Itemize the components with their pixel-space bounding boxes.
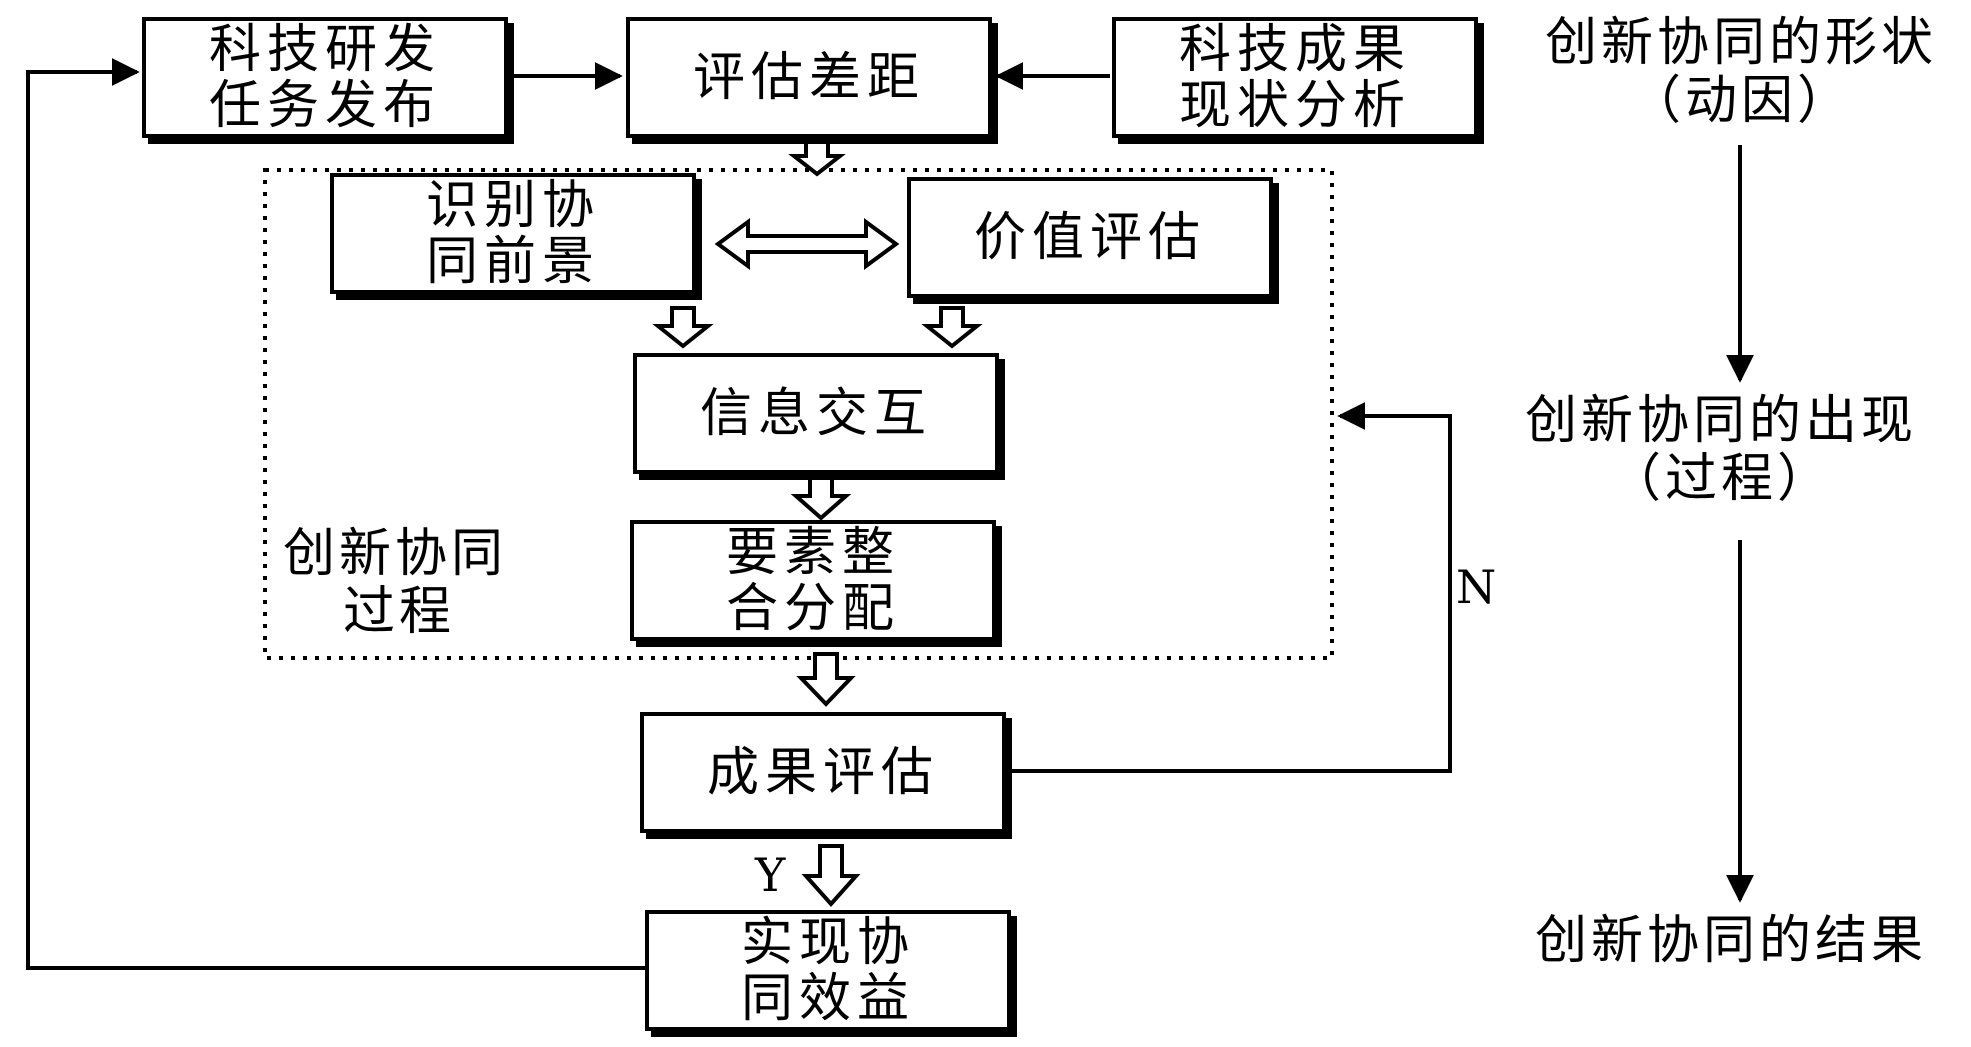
box-value-assessment-label: 价值评估 [973, 207, 1206, 268]
process-frame [263, 168, 1334, 660]
stage-result: 创新协同的结果 [1502, 912, 1960, 970]
arrow-feedback-loop [26, 58, 645, 970]
stage-form-line-2: （动因） [1628, 71, 1853, 131]
box-info-exchange-label: 信息交互 [699, 383, 932, 444]
box-status-analysis: 科技成果 现状分析 [1112, 17, 1478, 138]
box-result-assessment-label: 成果评估 [706, 742, 939, 803]
box-identify-prospect: 识别协 同前景 [330, 173, 696, 294]
hollow-arrow-value-to-info [921, 306, 983, 349]
stage-emergence-line-2: （过程） [1608, 449, 1833, 509]
hollow-arrow-prospect-to-info [652, 306, 714, 349]
stage-result-line-1: 创新协同的结果 [1534, 911, 1927, 971]
box-evaluate-gap: 评估差距 [626, 17, 992, 138]
process-label: 创新协同 过程 [283, 525, 507, 641]
stage-form: 创新协同的形状 （动因） [1512, 14, 1970, 130]
box-identify-prospect-line-2: 同前景 [425, 231, 600, 292]
box-rd-task-line-1: 科技研发 [208, 19, 441, 80]
box-realize-benefit-line-2: 同效益 [740, 968, 915, 1029]
hollow-arrow-result-to-benefit [801, 844, 861, 908]
box-status-analysis-line-2: 现状分析 [1178, 75, 1411, 136]
stage-emergence: 创新协同的出现 （过程） [1492, 392, 1950, 508]
box-factor-integration-line-1: 要素整 [725, 522, 900, 583]
arrow-no-loop [1010, 402, 1452, 773]
box-factor-integration-line-2: 合分配 [725, 578, 900, 639]
stage-emergence-line-1: 创新协同的出现 [1524, 391, 1917, 451]
box-identify-prospect-line-1: 识别协 [425, 175, 600, 236]
box-realize-benefit-line-1: 实现协 [740, 912, 915, 973]
box-value-assessment: 价值评估 [907, 177, 1273, 298]
process-label-line-1: 创新协同 [283, 524, 508, 584]
box-evaluate-gap-label: 评估差距 [692, 47, 925, 108]
box-status-analysis-line-1: 科技成果 [1178, 19, 1411, 80]
hollow-arrow-gap-to-process [788, 138, 846, 177]
double-arrow-prospect-value [714, 218, 900, 270]
hollow-arrow-process-to-result [796, 652, 856, 707]
box-factor-integration: 要素整 合分配 [630, 520, 996, 641]
process-label-line-2: 过程 [343, 582, 456, 642]
box-info-exchange: 信息交互 [633, 353, 999, 474]
box-rd-task-line-2: 任务发布 [208, 75, 441, 136]
branch-label-no: N [1456, 560, 1497, 614]
branch-label-yes: Y [755, 848, 786, 902]
box-result-assessment: 成果评估 [640, 712, 1006, 833]
box-realize-benefit: 实现协 同效益 [645, 910, 1011, 1031]
stage-form-line-1: 创新协同的形状 [1544, 13, 1937, 73]
box-rd-task-release: 科技研发 任务发布 [142, 17, 508, 138]
hollow-arrow-info-to-factor [790, 476, 852, 521]
